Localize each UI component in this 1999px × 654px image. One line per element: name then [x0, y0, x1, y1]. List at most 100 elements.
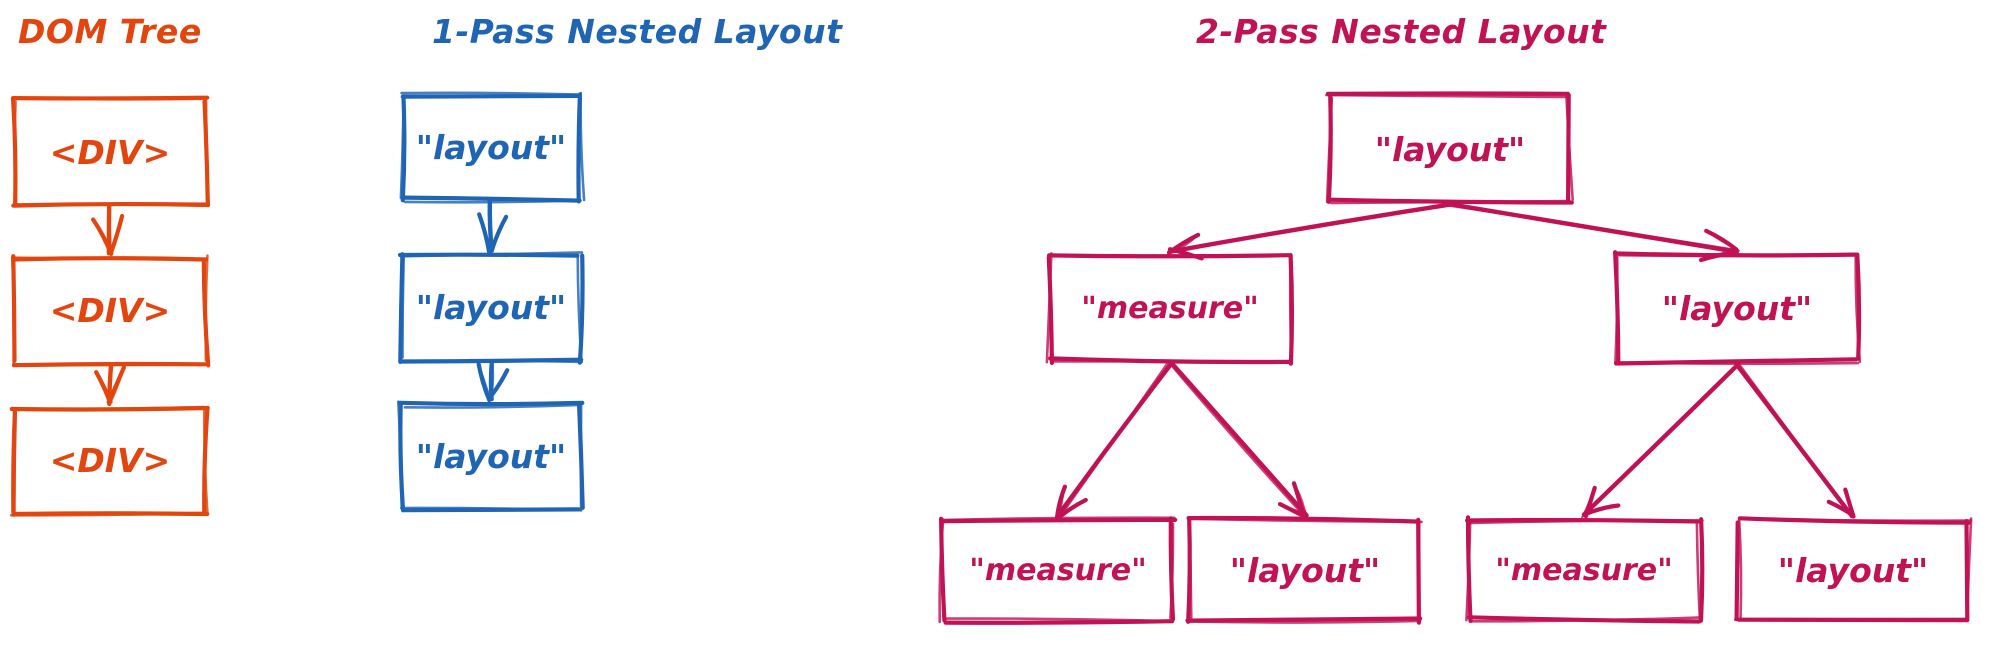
- node-tp-l-border: [1045, 252, 1053, 364]
- edge-dom-2-to-dom-3: [94, 363, 126, 407]
- node-op-1-border: [399, 94, 405, 200]
- node-tp-lr-border: [1187, 517, 1423, 524]
- node-dom-1-border: [13, 100, 18, 204]
- node-tp-ll-border: [1168, 516, 1175, 622]
- edge-tp-r-to-tp-rr-shaft: [1737, 361, 1854, 519]
- node-tp-r-border: [1618, 252, 1858, 258]
- node-tp-l-border: [1288, 254, 1293, 364]
- node-tp-r-border: [1614, 251, 1619, 365]
- edge-tp-root-to-tp-r: [1446, 201, 1740, 263]
- edge-tp-root-to-tp-r-arrowhead-right: [1705, 229, 1740, 252]
- node-op-3-border: [398, 400, 585, 407]
- node-op-2-border: [399, 359, 584, 364]
- node-op-2[interactable]: [397, 251, 585, 365]
- edge-tp-r-to-tp-rr: [1734, 361, 1856, 519]
- node-tp-rl-border: [1698, 517, 1705, 623]
- node-tp-ll-border: [943, 617, 1175, 623]
- node-op-3-border: [400, 506, 582, 512]
- edge-tp-root-to-tp-l-shaft: [1169, 203, 1453, 253]
- node-dom-2[interactable]: [10, 254, 211, 368]
- node-tp-ll[interactable]: [938, 516, 1178, 625]
- edge-op-2-to-op-3-arrowhead-right: [488, 369, 509, 402]
- node-tp-rl-border: [1469, 616, 1703, 623]
- edge-op-1-to-op-2-shaft: [488, 200, 492, 253]
- edge-tp-root-to-tp-l: [1166, 202, 1453, 261]
- edge-dom-1-to-dom-2-arrowhead-right: [110, 214, 124, 255]
- edge-dom-1-to-dom-2: [91, 203, 125, 257]
- node-tp-rr-border: [1734, 520, 1740, 622]
- node-tp-rr-border: [1965, 517, 1973, 623]
- node-tp-l-border: [1046, 255, 1054, 365]
- node-op-1[interactable]: [399, 91, 586, 204]
- node-tp-rl-border: [1695, 521, 1702, 624]
- node-op-3-border: [397, 400, 403, 509]
- panel-title-two-pass-nested-layout: 2-Pass Nested Layout: [1196, 12, 1607, 51]
- edge-tp-r-to-tp-rl-arrowhead-right: [1582, 504, 1620, 516]
- node-op-2-border: [398, 252, 405, 364]
- edge-tp-r-to-tp-rl: [1581, 362, 1741, 519]
- panel-title-one-pass-nested-layout: 1-Pass Nested Layout: [432, 12, 843, 51]
- edge-tp-r-to-tp-rr-arrowhead-right: [1844, 488, 1854, 517]
- node-tp-root-border: [1565, 92, 1574, 201]
- node-op-1-border: [579, 91, 586, 202]
- edge-tp-r-to-tp-rl-shaft: [1582, 362, 1740, 516]
- node-op-3[interactable]: [397, 400, 585, 513]
- node-dom-3-border: [9, 511, 207, 517]
- node-op-2-border: [400, 251, 584, 258]
- node-tp-ll-border: [943, 516, 1176, 522]
- node-op-1-border: [400, 93, 581, 99]
- panel-title-dom-tree: DOM Tree: [18, 12, 202, 51]
- node-op-1-border: [403, 199, 579, 204]
- edge-tp-l-to-tp-lr-arrowhead-right: [1292, 482, 1308, 517]
- edge-tp-l-to-tp-lr: [1168, 360, 1309, 520]
- node-tp-lr-border: [1185, 616, 1423, 623]
- node-dom-1-border: [204, 99, 210, 205]
- node-tp-root-border: [1325, 96, 1334, 204]
- edge-tp-root-to-tp-r-shaft: [1447, 204, 1739, 252]
- node-tp-rl-border: [1469, 519, 1704, 525]
- node-tp-r-border: [1614, 361, 1860, 366]
- node-dom-2-border: [204, 254, 209, 362]
- node-tp-ll-border: [941, 517, 1178, 524]
- node-dom-3[interactable]: [9, 405, 210, 517]
- node-dom-3-border: [12, 405, 206, 411]
- edge-op-1-to-op-2: [477, 198, 509, 255]
- node-dom-2-border: [14, 256, 208, 262]
- node-tp-lr-border: [1188, 619, 1422, 624]
- node-tp-lr-border: [1187, 516, 1193, 620]
- node-dom-1[interactable]: [10, 95, 211, 208]
- edge-tp-l-to-tp-ll: [1055, 360, 1174, 520]
- edge-tp-l-to-tp-ll-shaft: [1058, 360, 1170, 519]
- node-tp-rl-border: [1465, 518, 1472, 622]
- node-op-3-border: [403, 403, 581, 409]
- node-dom-3-border: [11, 408, 16, 514]
- node-tp-rr[interactable]: [1733, 516, 1973, 623]
- node-tp-lr[interactable]: [1185, 515, 1423, 625]
- edge-op-1-to-op-2-arrowhead-right: [489, 215, 508, 251]
- node-tp-root[interactable]: [1325, 91, 1574, 205]
- node-tp-l-border: [1052, 253, 1290, 258]
- node-tp-rr-border: [1733, 617, 1968, 621]
- node-tp-lr-border: [1417, 520, 1421, 621]
- node-dom-2-border: [13, 362, 210, 367]
- node-tp-rr-border: [1738, 517, 1973, 522]
- node-op-2-border: [576, 253, 583, 362]
- node-dom-1-border: [12, 202, 207, 206]
- node-op-1-border: [400, 91, 582, 96]
- node-dom-1-border: [12, 96, 208, 101]
- edge-dom-2-to-dom-3-arrowhead-right: [108, 366, 125, 407]
- node-tp-ll-border: [938, 518, 945, 624]
- edge-tp-l-to-tp-lr-shaft: [1168, 361, 1305, 517]
- node-tp-ll-border: [1169, 522, 1175, 620]
- node-tp-root-border: [1325, 93, 1569, 99]
- node-tp-l[interactable]: [1045, 252, 1295, 366]
- node-tp-l-border: [1050, 359, 1294, 364]
- node-tp-r[interactable]: [1613, 250, 1862, 366]
- node-dom-3-border: [202, 407, 209, 516]
- edge-tp-l-to-tp-ll-arrowhead-right: [1056, 498, 1087, 519]
- node-op-2-border: [401, 255, 405, 359]
- node-tp-rl[interactable]: [1465, 515, 1705, 624]
- node-tp-r-border: [1854, 254, 1862, 364]
- node-dom-2-border: [10, 256, 16, 366]
